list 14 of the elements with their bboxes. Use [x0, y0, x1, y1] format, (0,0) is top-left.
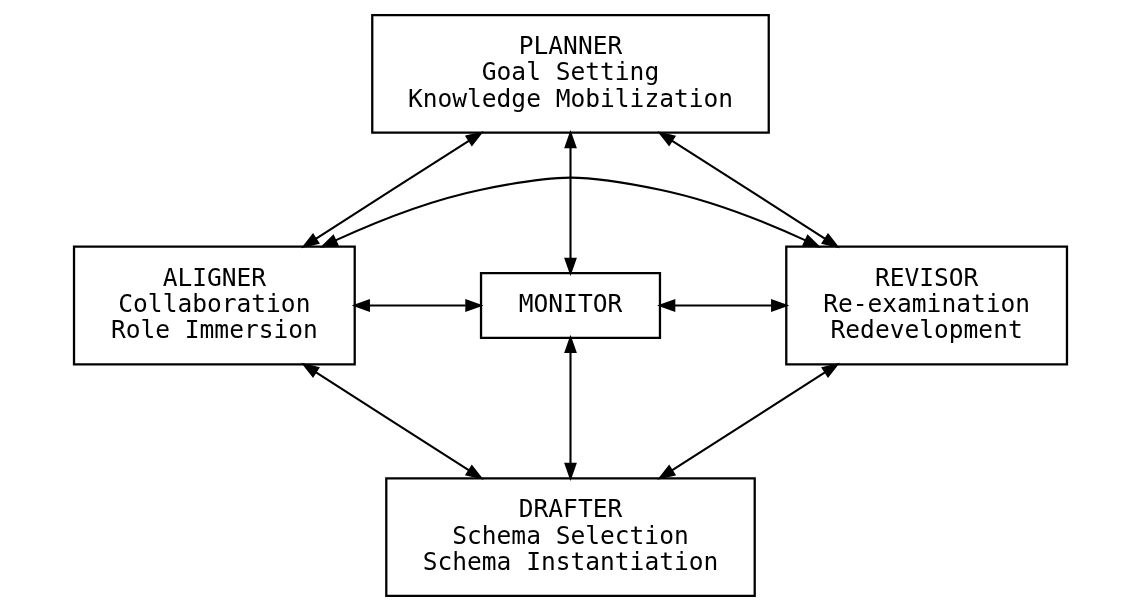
- arrow: [564, 334, 577, 482]
- node-box: PLANNER Goal Setting Knowledge Mobilization: [371, 14, 770, 134]
- node-box: REVISOR Re-examination Redevelopment: [785, 245, 1069, 366]
- arrow: [657, 299, 790, 312]
- arrow: [301, 362, 484, 480]
- node-box: ALIGNER Collaboration Role Immersion: [72, 245, 356, 366]
- arrow: [657, 362, 840, 480]
- node-box: DRAFTER Schema Selection Schema Instantiation: [385, 477, 756, 597]
- arrow: [564, 130, 577, 277]
- node-box: MONITOR: [479, 271, 662, 340]
- arrow: [319, 176, 822, 248]
- arrow: [657, 131, 840, 249]
- arrow: [351, 299, 484, 312]
- arrow: [301, 131, 484, 249]
